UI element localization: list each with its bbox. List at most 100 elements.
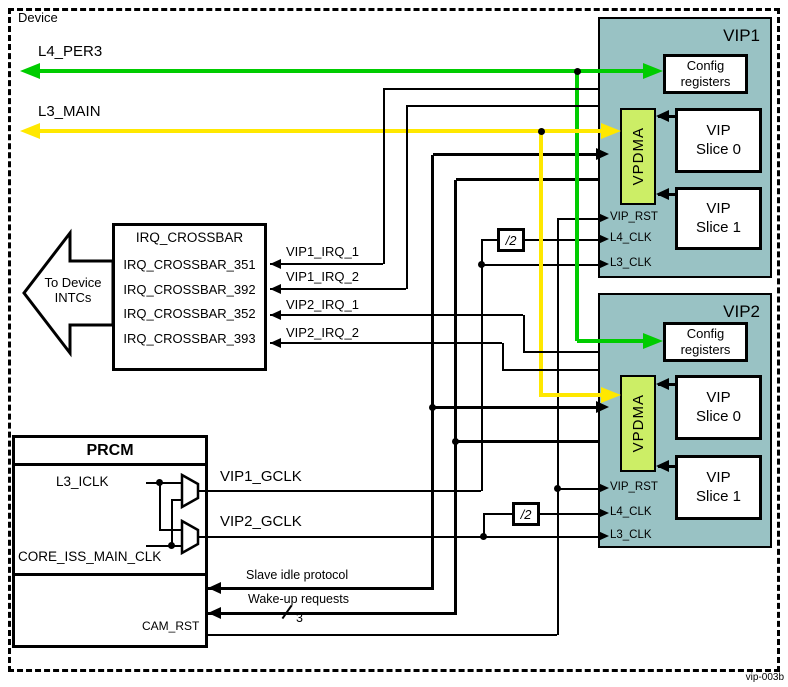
vip1-gclk-label: VIP1_GCLK (220, 468, 302, 485)
core-clk-wire (171, 499, 182, 501)
vip2-irq2-wire (502, 369, 598, 371)
prcm-cam-rst-label: CAM_RST (142, 619, 200, 633)
wakeup-wire (454, 180, 457, 614)
l3-iclk-wire (159, 483, 161, 530)
vip2-slice0-vpdma-arrowhead (656, 378, 669, 390)
vip2-irq2-wire (502, 343, 504, 370)
prcm-block (12, 435, 208, 648)
prcm-l3-iclk-label: L3_ICLK (56, 474, 109, 489)
to-device-intcs-text: INTCs (54, 290, 92, 305)
prcm-core-iss-main-clk-label: CORE_ISS_MAIN_CLK (18, 549, 162, 564)
vip1-irq1-wire (383, 89, 385, 264)
vip2-rst-arrowhead (598, 483, 609, 493)
vip2-port-l4-clk: L4_CLK (610, 506, 652, 518)
vip1-gclk-wire (481, 240, 483, 491)
vip1-port-l3-clk: L3_CLK (610, 257, 652, 269)
vip1-slice1-vpdma-arrowhead (656, 188, 669, 200)
l4-per3-bus (575, 71, 579, 341)
l3-main-vip2-arrowhead (601, 387, 621, 403)
vip2-gclk-wire (483, 514, 485, 537)
vip2-gclk-wire (198, 536, 598, 538)
core-clk-wire (171, 500, 173, 546)
junction-dot (452, 438, 459, 445)
slave-idle-wire (208, 587, 434, 590)
vip2-port-vip-rst: VIP_RST (610, 481, 658, 493)
l3-main-left-arrowhead (20, 123, 40, 139)
slave-idle-vip1-arrowhead (596, 148, 609, 160)
slave-idle-arrowhead (208, 582, 221, 594)
l3-main-bus (40, 129, 604, 133)
vip2-irq1-label: VIP2_IRQ_1 (286, 297, 359, 312)
vip1-irq1-wire (270, 263, 383, 265)
vip2-irq1-wire (270, 314, 523, 316)
l3-iclk-wire (159, 529, 182, 531)
irq-crossbar-row: IRQ_CROSSBAR_352 (123, 306, 256, 321)
vip2-title: VIP2 (723, 302, 760, 321)
vip2-l3-clk-arrowhead (598, 531, 609, 541)
l3-main-bus-vip2 (541, 393, 604, 397)
to-device-intcs-text: To Device (44, 275, 102, 290)
vip1-title: VIP1 (723, 26, 760, 45)
vip2-irq2-arrowhead (270, 338, 281, 348)
vip1-l3-clk-arrowhead (598, 259, 609, 269)
vip1-irq1-label: VIP1_IRQ_1 (286, 244, 359, 259)
vip2-l4-clk-arrowhead (598, 508, 609, 518)
l4-per3-left-arrowhead (20, 63, 40, 79)
wakeup-wire-vip2 (456, 440, 598, 443)
vip2-irq2-wire (270, 342, 502, 344)
wakeup-wire (208, 612, 457, 615)
l4-per3-bus (40, 69, 647, 73)
irq-crossbar-row: IRQ_CROSSBAR_392 (123, 282, 256, 297)
vip1-irq1-arrowhead (270, 259, 281, 269)
prcm-divider (15, 573, 205, 576)
junction-dot (554, 485, 561, 492)
vip2-irq1-arrowhead (270, 310, 281, 320)
device-boundary (8, 8, 780, 672)
irq-crossbar-row: IRQ_CROSSBAR_393 (123, 331, 256, 346)
vip1-irq2-wire (270, 288, 406, 290)
l3-main-label: L3_MAIN (38, 103, 101, 120)
irq-crossbar-title: IRQ_CROSSBAR (135, 230, 244, 245)
l3-main-vip1-arrowhead (601, 123, 621, 139)
slave-idle-wire-vip2 (433, 406, 598, 409)
l4-per3-vip1-arrowhead (643, 63, 663, 79)
vip2-irq1-wire (523, 315, 525, 352)
junction-dot (478, 261, 485, 268)
vip2-vpdma-box: VPDMA (620, 375, 656, 472)
vip1-gclk-wire (198, 490, 481, 492)
vip2-l4-clk-wire (540, 513, 598, 515)
wakeup-label: Wake-up requests (248, 592, 349, 606)
vip1-clock-divider-box: /2 (497, 228, 525, 252)
vip1-l4-clk-wire (525, 239, 598, 241)
junction-dot (429, 404, 436, 411)
vip1-l4-clk-arrowhead (598, 234, 609, 244)
vip2-gclk-label: VIP2_GCLK (220, 513, 302, 530)
vip1-port-vip-rst: VIP_RST (610, 211, 658, 223)
prcm-divider (15, 463, 205, 466)
slave-idle-wire (431, 155, 434, 589)
l4-per3-bus-vip2 (577, 339, 645, 343)
wakeup-arrowhead (208, 607, 221, 619)
wakeup-wire-vip1 (456, 178, 598, 181)
vip2-clock-divider-box: /2 (512, 502, 540, 526)
junction-dot (480, 533, 487, 540)
junction-dot (156, 479, 163, 486)
vip1-port-l4-clk: L4_CLK (610, 232, 652, 244)
prcm-title: PRCM (86, 442, 134, 459)
cam-rst-wire (557, 219, 559, 635)
vip1-irq2-wire (406, 106, 408, 289)
vip2-irq1-wire (523, 351, 598, 353)
slave-idle-wire-vip1 (433, 153, 598, 156)
vip2-gclk-wire (483, 513, 514, 515)
vip2-irq2-label: VIP2_IRQ_2 (286, 325, 359, 340)
vip1-irq2-wire (406, 105, 598, 107)
vip1-gclk-wire (481, 239, 499, 241)
slave-idle-vip2-arrowhead (596, 401, 609, 413)
junction-dot (538, 128, 545, 135)
core-clk-wire (146, 545, 182, 547)
